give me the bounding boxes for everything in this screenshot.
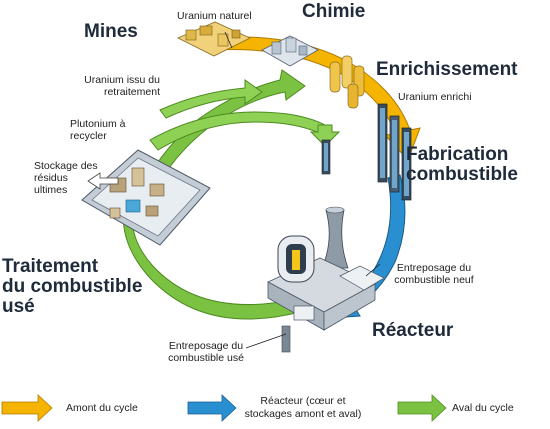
- fuel-assembly-illustration: [321, 139, 331, 175]
- plutonium-arrow-down: [309, 124, 341, 147]
- label-plutonium-line2: recycler: [70, 130, 107, 142]
- label-plutonium-line1: Plutonium à: [70, 118, 126, 130]
- enrichissement-illustration: [329, 55, 365, 109]
- leader-line: [224, 31, 233, 49]
- stage-chimie: Chimie: [302, 1, 366, 22]
- label-uranium-naturel: Uranium naturel: [177, 10, 252, 22]
- label-stockage-line2: résidus: [34, 172, 68, 184]
- chimie-illustration: [261, 35, 319, 67]
- label-entreposage-neuf: Entreposage du combustible neuf: [388, 262, 480, 286]
- label-entreposage-use: Entreposage du combustible usé: [160, 340, 252, 364]
- legend-reacteur-label: Réacteur (cœur et stockages amont et ava…: [240, 395, 366, 421]
- label-stockage-line3: ultimes: [34, 184, 68, 196]
- label-stockage-line1: Stockage des: [34, 160, 98, 172]
- label-entreposage-neuf-line2: combustible neuf: [394, 274, 474, 286]
- traitement-illustration: [81, 149, 211, 246]
- legend-reacteur-line1: Réacteur (cœur et: [260, 395, 346, 407]
- stage-fabrication-line1: Fabrication: [406, 144, 509, 165]
- stage-mines: Mines: [84, 21, 138, 42]
- legend-amont-label: Amont du cycle: [66, 402, 138, 414]
- label-uranium-retraitement-line1: Uranium issu du: [84, 74, 160, 86]
- stage-traitement: Traitement du combustible usé: [2, 257, 142, 317]
- reacteur-illustration: [267, 206, 385, 353]
- legend-amont-arrow: [1, 394, 53, 422]
- stage-traitement-line2: du combustible: [2, 276, 143, 297]
- stage-enrichissement: Enrichissement: [376, 59, 518, 80]
- stage-traitement-line3: usé: [2, 296, 35, 317]
- legend-reacteur-line2: stockages amont et aval): [244, 408, 362, 420]
- stage-traitement-line1: Traitement: [2, 256, 99, 277]
- label-plutonium: Plutonium à recycler: [70, 118, 125, 142]
- label-uranium-retraitement: Uranium issu du retraitement: [74, 74, 160, 98]
- legend-aval-label: Aval du cycle: [452, 402, 514, 414]
- mines-illustration: [177, 21, 251, 57]
- stockage-arrow: [87, 172, 119, 190]
- stage-fabrication: Fabrication combustible: [406, 145, 518, 185]
- stage-fabrication-line2: combustible: [406, 164, 518, 185]
- uranium-recycle-arrow: [159, 79, 263, 119]
- label-stockage: Stockage des résidus ultimes: [34, 160, 98, 196]
- label-entreposage-use-line1: Entreposage du: [168, 340, 244, 352]
- label-uranium-enrichi: Uranium enrichi: [398, 91, 472, 103]
- leader-line: [245, 333, 287, 349]
- label-entreposage-neuf-line1: Entreposage du: [396, 262, 472, 274]
- stage-reacteur: Réacteur: [372, 320, 454, 341]
- legend-aval-arrow: [397, 394, 447, 422]
- legend-reacteur-arrow: [187, 394, 237, 422]
- fabrication-illustration: [377, 103, 412, 201]
- label-uranium-retraitement-line2: retraitement: [103, 86, 160, 98]
- label-entreposage-use-line2: combustible usé: [168, 352, 244, 364]
- leader-line: [365, 263, 381, 277]
